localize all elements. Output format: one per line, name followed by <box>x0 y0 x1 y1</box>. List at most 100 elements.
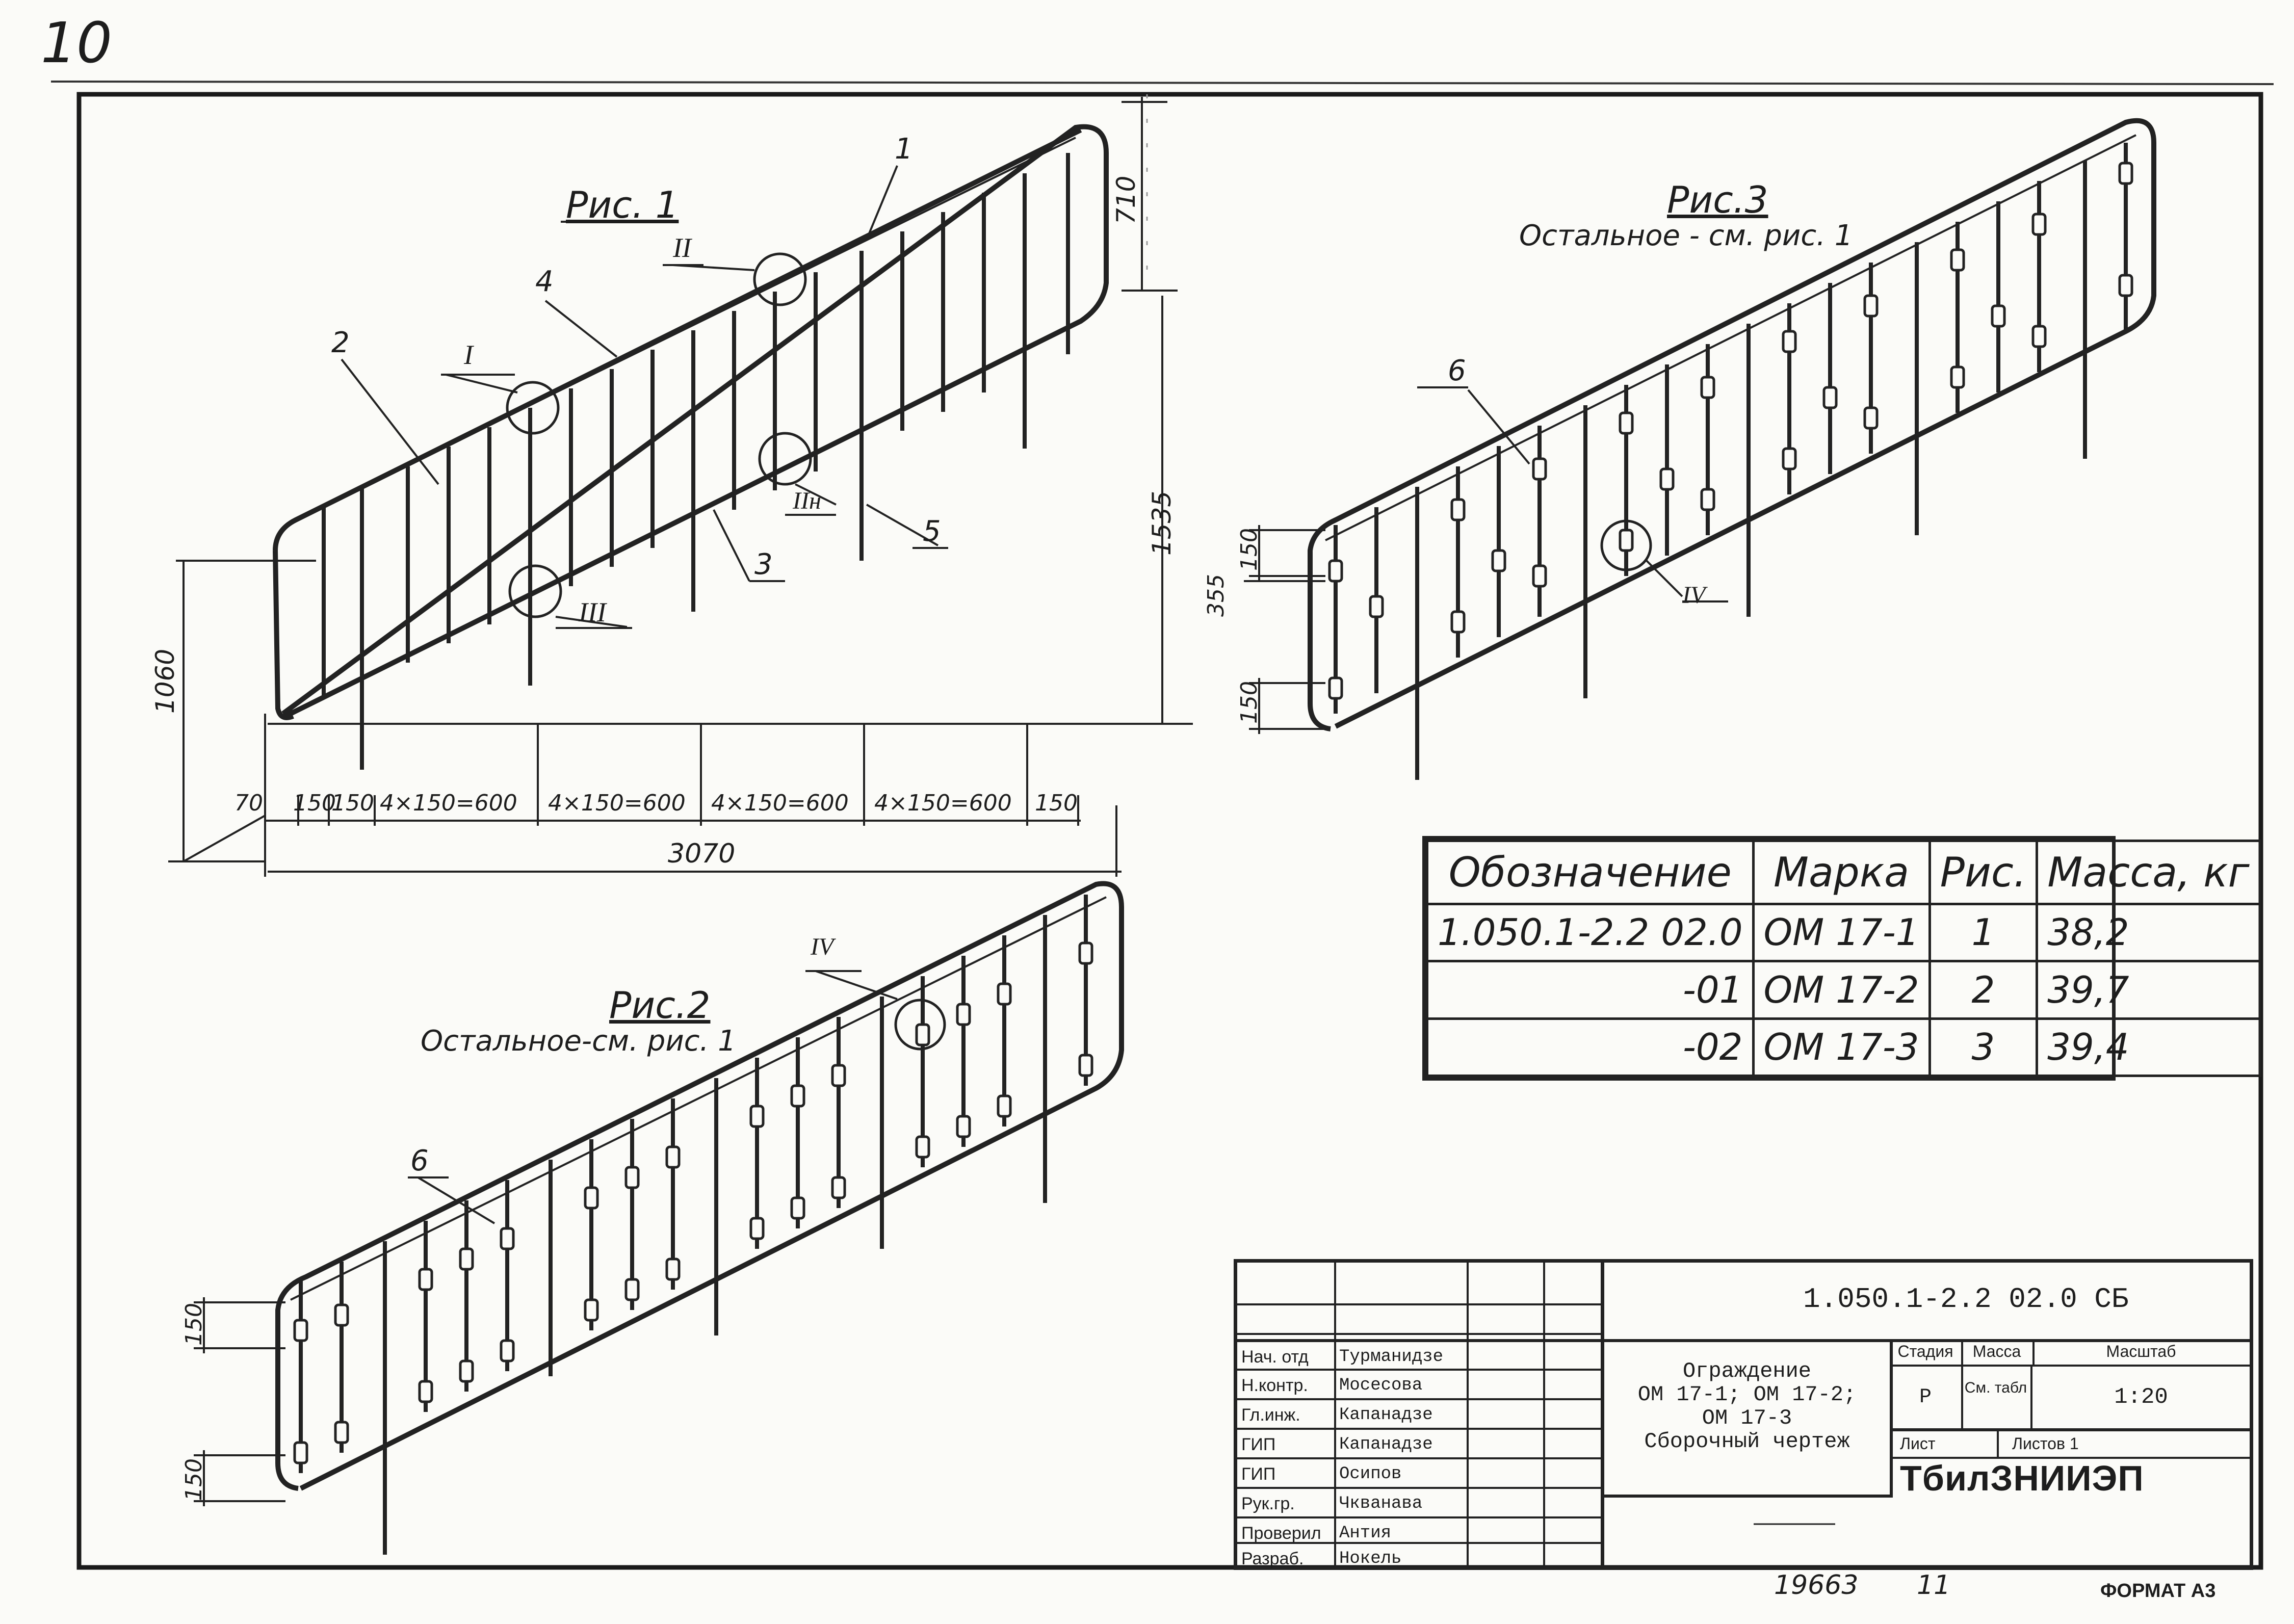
fig1-leader-5: 5 <box>923 515 941 548</box>
title-line: Сборочный чертеж <box>1644 1429 1850 1454</box>
dim-seg-600a: 4×150=600 <box>380 790 517 816</box>
fig2-detail-IV: IV <box>811 933 834 960</box>
spec-header-fig: Рис. <box>1928 840 2039 905</box>
fig3-dim-355: 355 <box>1203 574 1229 617</box>
spec-cell: 39,7 <box>2036 960 2261 1020</box>
fig2-dim-150-bottom: 150 <box>181 1458 207 1501</box>
role-name: Антия <box>1339 1524 1392 1543</box>
fig1-leader-2: 2 <box>331 326 350 359</box>
signature-row: Проверил Антия <box>1237 1516 1601 1546</box>
role-name: Капанадзе <box>1339 1405 1433 1425</box>
fig1-leader-3: 3 <box>754 548 773 581</box>
stage-value: Р <box>1890 1367 1963 1428</box>
signature-row: ГИП Капанадзе <box>1237 1428 1601 1457</box>
sheet-row: Лист Листов 1 <box>1890 1428 2250 1459</box>
title-line: ОМ 17-3 <box>1702 1406 1792 1430</box>
spec-header-designation: Обозначение <box>1426 840 1755 905</box>
fig2-title: Рис.2 <box>609 984 711 1027</box>
spec-cell: 2 <box>1928 960 2039 1020</box>
spec-cell: 38,2 <box>2036 902 2261 963</box>
sheet-label: Лист <box>1900 1434 1936 1453</box>
fig2-dim-150-top: 150 <box>181 1303 207 1346</box>
fig3-railing <box>1244 118 2156 780</box>
detail-circle-IIn <box>758 432 812 486</box>
detail-circle-III <box>508 564 562 618</box>
signature-row: Гл.инж. Капанадзе <box>1237 1398 1601 1428</box>
signature-row: Рук.гр. Чкванава <box>1237 1487 1601 1516</box>
role-label: Рук.гр. <box>1241 1494 1295 1513</box>
fig1-detail-II: II <box>673 232 691 263</box>
mass-label: Масса <box>1961 1339 2035 1367</box>
spec-cell: 3 <box>1928 1017 2039 1078</box>
fig2-railing <box>194 881 1124 1555</box>
dim-seg-600c: 4×150=600 <box>711 790 849 816</box>
role-name: Капанадзе <box>1339 1435 1433 1454</box>
title-block-code-cell: 1.050.1-2.2 02.0 СБ <box>1604 1263 2250 1342</box>
dim-seg-150b: 150 <box>331 790 374 816</box>
org-cell: ТбилЗНИИЭП <box>1890 1454 2250 1498</box>
spec-cell: 1 <box>1928 902 2039 963</box>
mass-value: См. табл <box>1961 1367 2032 1428</box>
spec-cell: -02 <box>1426 1017 1755 1078</box>
fig1-leader-1: 1 <box>895 133 913 166</box>
dim-top: 710 <box>1111 175 1141 224</box>
dim-seg-150a: 150 <box>293 790 336 816</box>
role-name: Чкванава <box>1339 1494 1423 1513</box>
title-block: Нач. отд Турманидзе Н.контр. Мосесова Гл… <box>1234 1259 2253 1570</box>
spec-header-row: Обозначение Марка Рис. Масса, кг <box>1426 840 2261 905</box>
title-line: Ограждение <box>1682 1359 1812 1383</box>
table-row: 1.050.1-2.2 02.0 ОМ 17-1 1 38,2 <box>1426 902 2261 963</box>
role-label: Нач. отд <box>1241 1347 1309 1367</box>
sheets-label: Листов 1 <box>2012 1434 2079 1453</box>
fig2-clamps <box>293 941 1093 1464</box>
title-cell: Ограждение ОМ 17-1; ОМ 17-2; ОМ 17-3 Сбо… <box>1604 1339 1893 1498</box>
table-row: -02 ОМ 17-3 3 39,4 <box>1426 1017 2261 1078</box>
fig3-clamps <box>1328 162 2133 700</box>
signature-row: Разраб. Нокель <box>1237 1542 1601 1570</box>
spec-cell: -01 <box>1426 960 1755 1020</box>
fig3-title: Рис.3 <box>1667 178 1768 221</box>
fig3-detail-IV: IV <box>1682 582 1706 609</box>
fig3-detail-circle-IV <box>1600 519 1652 571</box>
fig1-detail-III: III <box>579 597 606 627</box>
drawing-code: 1.050.1-2.2 02.0 СБ <box>1803 1283 2129 1316</box>
scale-label: Масштаб <box>2032 1339 2250 1367</box>
dim-seg-600d: 4×150=600 <box>874 790 1012 816</box>
stage-mass-scale: Стадия Масса Масштаб Р См. табл 1:20 <box>1890 1339 2250 1428</box>
dim-seg-70: 70 <box>234 790 263 816</box>
dim-seg-600b: 4×150=600 <box>548 790 686 816</box>
fig3-dim-150-bottom: 150 <box>1236 681 1262 724</box>
role-name: Осипов <box>1339 1464 1402 1484</box>
org-name: ТбилЗНИИЭП <box>1900 1458 2144 1498</box>
dim-seg-150c: 150 <box>1035 790 1078 816</box>
role-label: ГИП <box>1241 1464 1276 1484</box>
fig1-detail-IIn: IIн <box>793 487 821 514</box>
fig2-detail-circle-IV <box>894 999 946 1051</box>
signature-row: ГИП Осипов <box>1237 1457 1601 1487</box>
title-block-signatures: Нач. отд Турманидзе Н.контр. Мосесова Гл… <box>1237 1263 1604 1568</box>
spec-cell: ОМ 17-1 <box>1752 902 1931 963</box>
spec-header-mark: Марка <box>1752 840 1931 905</box>
format-label: ФОРМАТ А3 <box>2100 1580 2216 1602</box>
copy-number: 11 <box>1917 1570 1951 1601</box>
dim-overall: 3070 <box>668 839 736 869</box>
title-lines: Ограждение ОМ 17-1; ОМ 17-2; ОМ 17-3 Сбо… <box>1604 1359 1890 1453</box>
spec-cell: 1.050.1-2.2 02.0 <box>1426 902 1755 963</box>
dim-right-height: 1535 <box>1147 490 1177 556</box>
role-name: Турманидзе <box>1339 1347 1444 1367</box>
sheet-frame <box>76 92 2263 1570</box>
fig3-leader-6: 6 <box>1448 354 1466 387</box>
role-label: Гл.инж. <box>1241 1405 1300 1425</box>
role-label: Н.контр. <box>1241 1376 1308 1395</box>
role-name: Мосесова <box>1339 1376 1423 1395</box>
fig3-note: Остальное - см. рис. 1 <box>1519 219 1853 252</box>
inventory-number: 19663 <box>1774 1570 1859 1601</box>
spec-cell: ОМ 17-2 <box>1752 960 1931 1020</box>
role-name: Нокель <box>1339 1549 1402 1568</box>
fig2-leader-6: 6 <box>410 1144 429 1177</box>
spec-table: Обозначение Марка Рис. Масса, кг 1.050.1… <box>1422 836 2261 1081</box>
fig1-leader-4: 4 <box>535 265 554 298</box>
fig1-title: Рис. 1 <box>566 184 679 226</box>
spec-cell: 39,4 <box>2036 1017 2261 1078</box>
